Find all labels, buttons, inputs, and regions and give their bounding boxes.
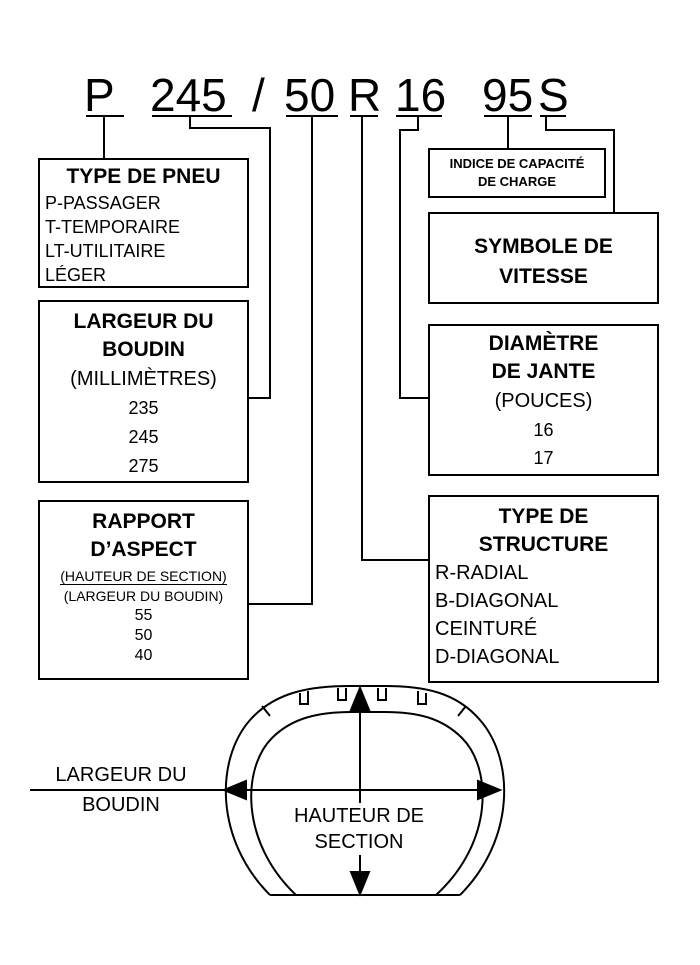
tire-height-label-1: HAUTEUR DE xyxy=(293,805,424,827)
connector-construction xyxy=(361,116,428,561)
tire-width-label-2: BOUDIN xyxy=(82,794,160,816)
tire-type-box: TYPE DE PNEU P-PASSAGER T-TEMPORAIRE LT-… xyxy=(38,158,249,288)
code-rim-diameter: 16 xyxy=(395,69,447,121)
section-width-title-2: BOUDIN xyxy=(102,338,185,361)
load-index-line-1: INDICE DE CAPACITÉ xyxy=(449,156,585,171)
height-arrow-top xyxy=(349,685,371,711)
tire-width-label: LARGEUR DU xyxy=(36,762,206,788)
width-arrow-right xyxy=(477,779,503,801)
tire-height-label-2: SECTION xyxy=(314,831,404,853)
load-index-box: INDICE DE CAPACITÉ DE CHARGE xyxy=(428,148,606,198)
tire-width-label-1: LARGEUR DU xyxy=(55,764,187,786)
section-width-value: 235 xyxy=(128,398,159,418)
tire-height-label: HAUTEUR DE SECTION xyxy=(270,803,448,855)
tire-type-item: T-TEMPORAIRE xyxy=(45,217,181,237)
connector-aspect-ratio xyxy=(248,116,313,605)
code-slash: / xyxy=(252,69,265,121)
code-section-width: 245 xyxy=(150,69,227,121)
width-arrow-left xyxy=(221,779,247,801)
section-width-box: LARGEUR DU BOUDIN (MILLIMÈTRES) 235 245 … xyxy=(38,300,249,483)
code-aspect-ratio: 50 xyxy=(284,69,336,121)
aspect-ratio-denominator: (LARGEUR DU BOUDIN) xyxy=(63,588,224,604)
code-load-index: 95 xyxy=(482,69,534,121)
tire-width-label-line2-wrap: BOUDIN xyxy=(36,792,206,818)
tire-dimension-lines xyxy=(30,685,503,897)
rim-diameter-unit: (POUCES) xyxy=(494,390,593,412)
aspect-ratio-box: RAPPORT D’ASPECT (HAUTEUR DE SECTION) (L… xyxy=(38,500,249,680)
aspect-ratio-value: 40 xyxy=(134,647,153,664)
construction-item: B-DIAGONAL xyxy=(435,590,559,612)
aspect-ratio-numerator: (HAUTEUR DE SECTION) xyxy=(60,568,227,585)
section-width-value: 245 xyxy=(128,427,159,447)
tire-type-item: LT-UTILITAIRE xyxy=(45,241,166,261)
tire-type-title: TYPE DE PNEU xyxy=(66,165,221,188)
code-construction: R xyxy=(348,69,382,121)
speed-symbol-line-2: VITESSE xyxy=(499,265,588,288)
construction-item: CEINTURÉ xyxy=(435,618,538,640)
rim-diameter-value: 17 xyxy=(533,448,554,468)
load-index-line-2: DE CHARGE xyxy=(477,174,556,189)
construction-title-2: STRUCTURE xyxy=(478,533,609,556)
rim-diameter-title-2: DE JANTE xyxy=(491,360,596,383)
tire-type-item: P-PASSAGER xyxy=(45,193,161,213)
rim-diameter-title-1: DIAMÈTRE xyxy=(488,332,599,355)
construction-item: D-DIAGONAL xyxy=(435,646,560,668)
code-tire-type: P xyxy=(84,69,115,121)
height-arrow-bottom xyxy=(349,871,371,897)
speed-symbol-box: SYMBOLE DE VITESSE xyxy=(428,212,659,304)
speed-symbol-line-1: SYMBOLE DE xyxy=(474,235,613,258)
section-width-unit: (MILLIMÈTRES) xyxy=(70,368,217,390)
construction-box: TYPE DE STRUCTURE R-RADIAL B-DIAGONAL CE… xyxy=(428,495,659,683)
rim-diameter-value: 16 xyxy=(533,420,554,440)
tire-type-item: LÉGER xyxy=(45,265,107,285)
aspect-ratio-value: 50 xyxy=(134,627,153,644)
aspect-ratio-title-1: RAPPORT xyxy=(92,510,195,533)
connector-rim-diameter xyxy=(399,116,428,399)
connector-speed-symbol xyxy=(545,116,615,212)
section-width-title-1: LARGEUR DU xyxy=(73,310,214,333)
aspect-ratio-value: 55 xyxy=(134,607,153,624)
construction-item: R-RADIAL xyxy=(435,562,529,584)
code-speed-symbol: S xyxy=(538,69,569,121)
connector-section-width xyxy=(189,116,271,399)
rim-diameter-box: DIAMÈTRE DE JANTE (POUCES) 16 17 xyxy=(428,324,659,476)
section-width-value: 275 xyxy=(128,456,159,476)
aspect-ratio-title-2: D’ASPECT xyxy=(90,538,197,561)
construction-title-1: TYPE DE xyxy=(498,505,589,528)
